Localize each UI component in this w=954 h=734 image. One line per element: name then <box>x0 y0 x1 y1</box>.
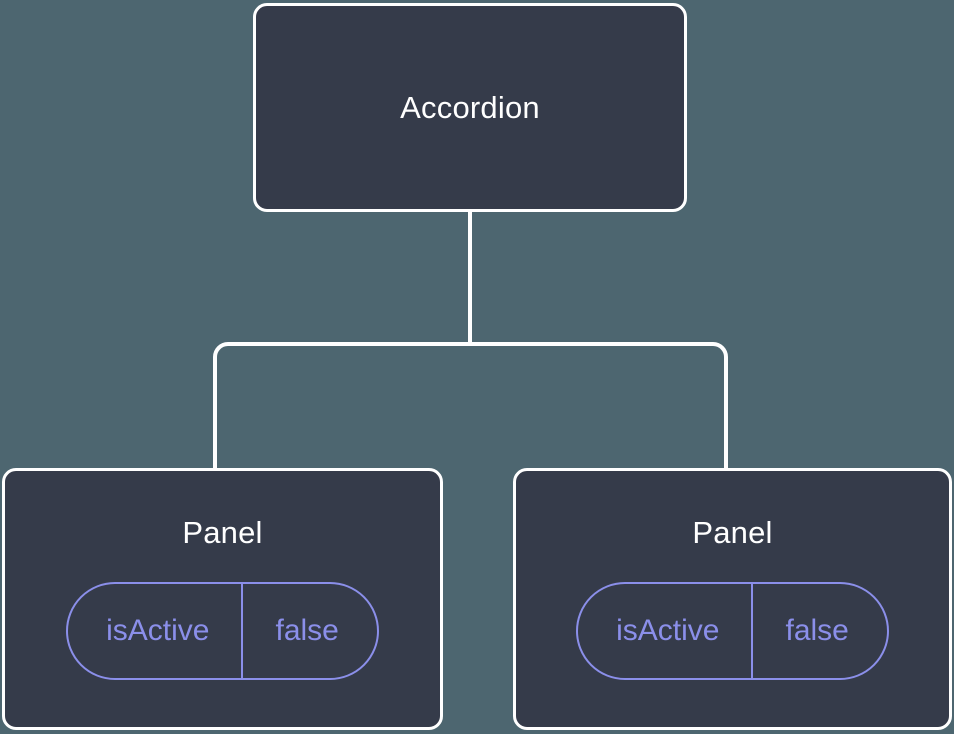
node-panel-1-label: Panel <box>692 515 773 550</box>
node-accordion-label: Accordion <box>400 90 540 125</box>
node-accordion[interactable]: Accordion <box>253 3 687 212</box>
prop-value-isactive-0: false <box>241 584 376 678</box>
prop-pill-panel-1[interactable]: isActive false <box>576 582 889 680</box>
prop-key-isactive-0: isActive <box>106 614 210 647</box>
prop-pill-panel-0[interactable]: isActive false <box>66 582 379 680</box>
edge-branch-bar <box>213 342 728 470</box>
node-panel-1[interactable]: Panel isActive false <box>513 468 952 730</box>
node-panel-0-label: Panel <box>182 515 263 550</box>
node-panel-0[interactable]: Panel isActive false <box>2 468 443 730</box>
prop-value-isactive-1: false <box>751 584 886 678</box>
prop-key-isactive-1: isActive <box>616 614 720 647</box>
